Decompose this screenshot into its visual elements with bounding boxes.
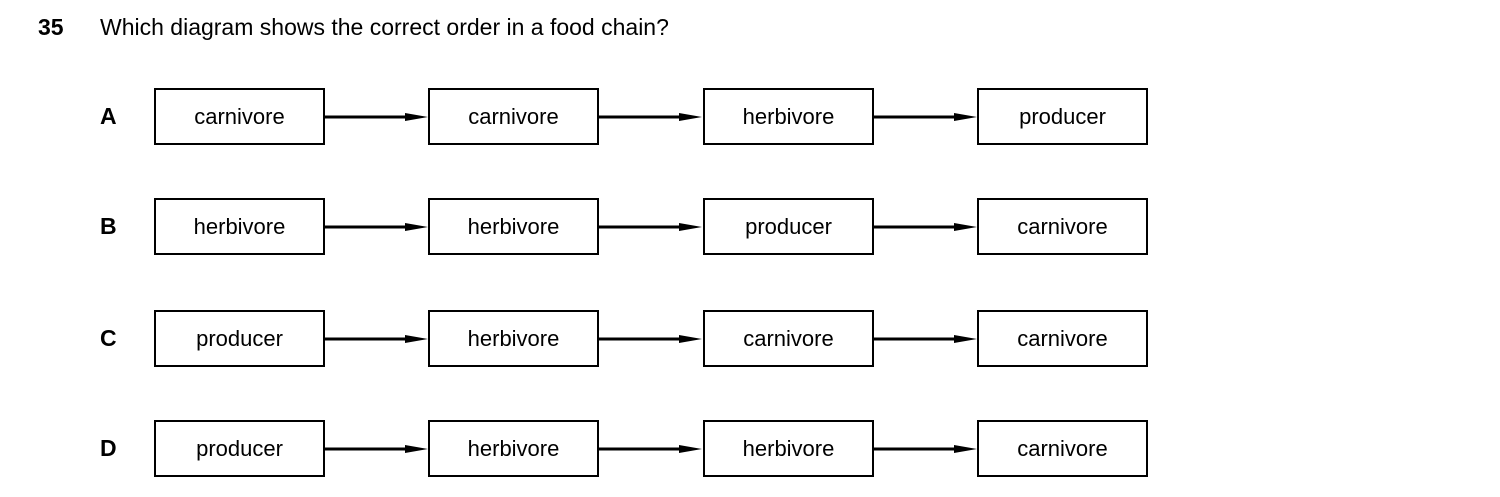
option-letter-b: B — [100, 213, 117, 239]
chain-box-d-4: carnivore — [977, 420, 1148, 477]
option-letter-a: A — [100, 103, 117, 129]
chain-box-d-1: producer — [154, 420, 325, 477]
chain-box-c-3: carnivore — [703, 310, 874, 367]
chain-arrow-c-2 — [599, 335, 702, 343]
chain-arrow-d-3 — [874, 445, 977, 453]
food-chain-diagram-c: producer herbivore carnivore carnivore — [154, 310, 1148, 367]
chain-arrow-a-2 — [599, 113, 702, 121]
chain-arrow-b-2 — [599, 223, 702, 231]
chain-arrow-a-1 — [325, 113, 428, 121]
chain-box-a-4: producer — [977, 88, 1148, 145]
option-row-b[interactable]: B herbivore herbivore producer carnivore — [0, 198, 1500, 255]
option-row-d[interactable]: D producer herbivore herbivore carnivore — [0, 420, 1500, 477]
chain-box-b-1: herbivore — [154, 198, 325, 255]
chain-box-b-4: carnivore — [977, 198, 1148, 255]
chain-box-a-3: herbivore — [703, 88, 874, 145]
question-header: 35 Which diagram shows the correct order… — [0, 11, 1500, 45]
chain-arrow-c-1 — [325, 335, 428, 343]
chain-box-a-1: carnivore — [154, 88, 325, 145]
chain-box-a-2: carnivore — [428, 88, 599, 145]
chain-arrow-c-3 — [874, 335, 977, 343]
chain-arrow-d-2 — [599, 445, 702, 453]
chain-arrow-b-1 — [325, 223, 428, 231]
question-text: Which diagram shows the correct order in… — [100, 14, 669, 40]
chain-box-c-4: carnivore — [977, 310, 1148, 367]
food-chain-diagram-a: carnivore carnivore herbivore producer — [154, 88, 1148, 145]
chain-arrow-b-3 — [874, 223, 977, 231]
chain-arrow-a-3 — [874, 113, 977, 121]
food-chain-diagram-d: producer herbivore herbivore carnivore — [154, 420, 1148, 477]
chain-box-c-2: herbivore — [428, 310, 599, 367]
chain-arrow-d-1 — [325, 445, 428, 453]
chain-box-b-3: producer — [703, 198, 874, 255]
chain-box-c-1: producer — [154, 310, 325, 367]
chain-box-d-2: herbivore — [428, 420, 599, 477]
chain-box-b-2: herbivore — [428, 198, 599, 255]
option-letter-c: C — [100, 325, 117, 351]
question-number: 35 — [38, 14, 64, 40]
option-letter-d: D — [100, 435, 117, 461]
chain-box-d-3: herbivore — [703, 420, 874, 477]
option-row-c[interactable]: C producer herbivore carnivore carnivore — [0, 310, 1500, 367]
option-row-a[interactable]: A carnivore carnivore herbivore producer — [0, 88, 1500, 145]
food-chain-diagram-b: herbivore herbivore producer carnivore — [154, 198, 1148, 255]
